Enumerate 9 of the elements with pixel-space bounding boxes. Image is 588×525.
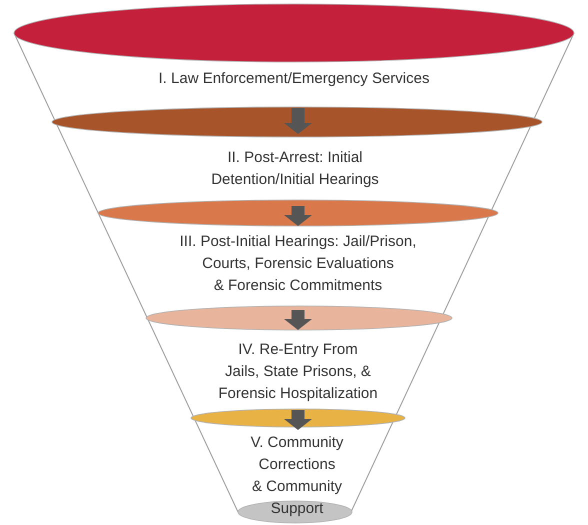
arrow	[284, 410, 312, 430]
arrow	[284, 206, 312, 226]
stage-label: III. Post-Initial Hearings: Jail/Prison, Courts, Forensic Evaluations & Forensic Commitments	[178, 232, 418, 296]
stage-label: V. Community Corrections & Community Support	[250, 433, 344, 519]
arrow	[284, 108, 312, 134]
stage-label: II. Post-Arrest: Initial Detention/Initial Hearings	[210, 148, 380, 190]
stage-label: I. Law Enforcement/Emergency Services	[158, 69, 430, 89]
stage-label: IV. Re-Entry From Jails, State Prisons, & Forensic Hospitalization	[217, 340, 379, 404]
arrow	[284, 310, 312, 330]
